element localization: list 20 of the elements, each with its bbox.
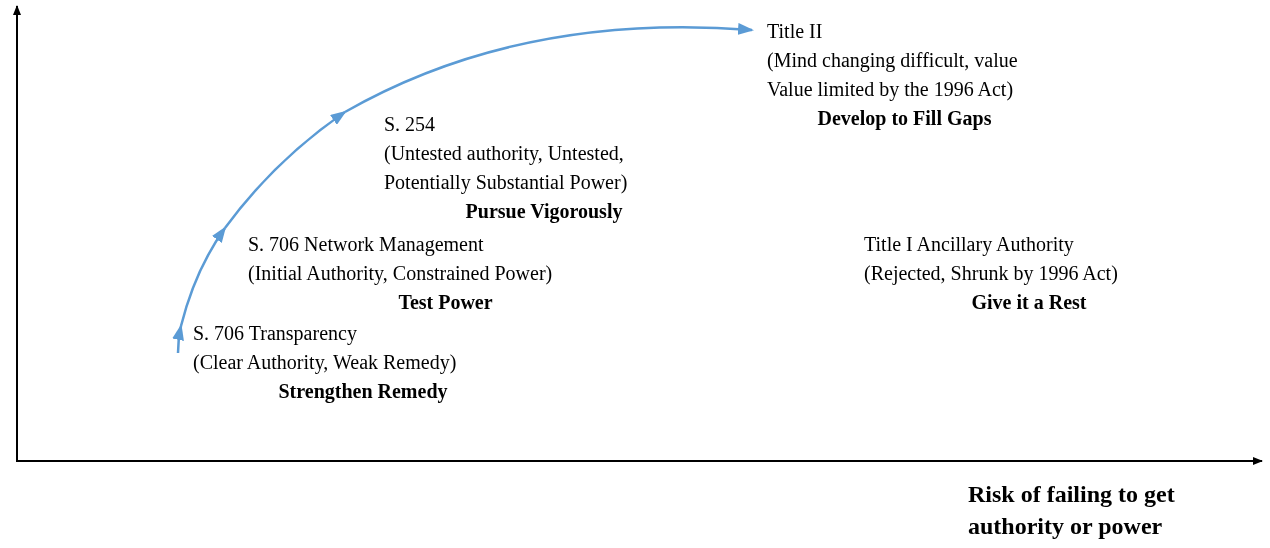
arrow — [172, 324, 185, 353]
axis-label: Risk of failing to get authority or power — [968, 480, 1176, 541]
description-text: (Untested authority, Untested, Potentially Substantial Power) — [384, 141, 629, 196]
heading-text: S. 706 Network Management — [248, 232, 484, 258]
description-text: (Mind changing difficult, value Value limited by the 1996 Act) — [767, 48, 1019, 103]
action-text: Pursue Vigorously — [464, 199, 624, 225]
heading-text: Title II — [767, 19, 823, 44]
action-text: Give it a Rest — [970, 290, 1088, 315]
action-text: Develop to Fill Gaps — [816, 106, 993, 132]
description-text: (Clear Authority, Weak Remedy) — [193, 350, 458, 376]
description-text: (Initial Authority, Constrained Power) — [248, 261, 554, 287]
action-text: Test Power — [397, 290, 494, 315]
arrow — [344, 23, 754, 114]
heading-text: Title I Ancillary Authority — [864, 232, 1074, 258]
heading-text: S. 254 — [384, 112, 436, 137]
arrow — [179, 226, 227, 327]
arrow — [224, 110, 347, 229]
action-text: Strengthen Remedy — [277, 379, 449, 405]
heading-text: S. 706 Transparency — [193, 321, 357, 347]
description-text: (Rejected, Shrunk by 1996 Act) — [864, 261, 1119, 287]
